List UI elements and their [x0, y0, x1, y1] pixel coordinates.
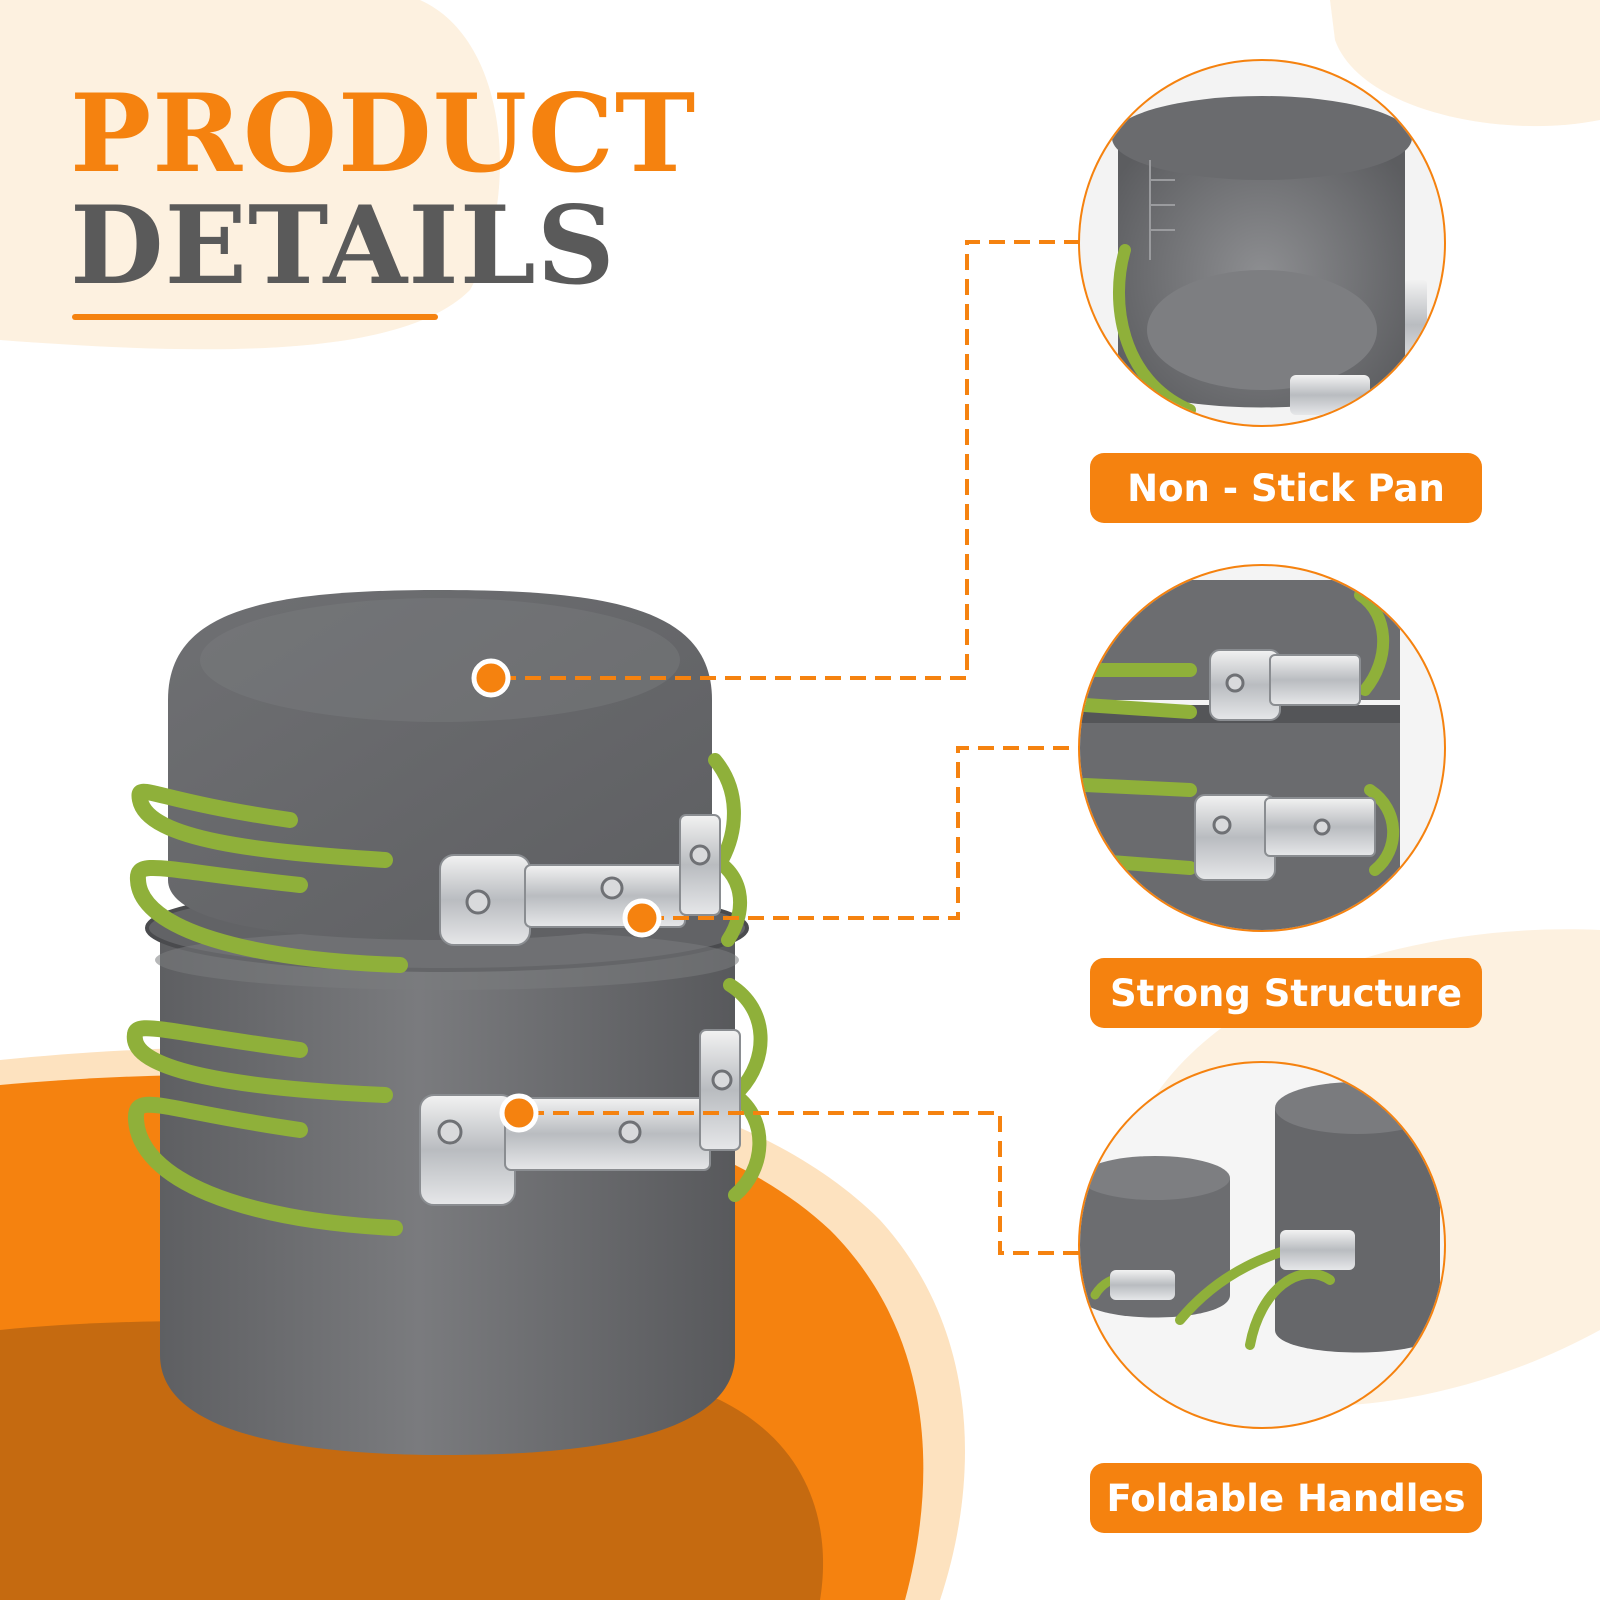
callout-dot-structure [622, 898, 662, 938]
connector-structure [648, 746, 1095, 920]
detail-circle-structure [1078, 564, 1446, 932]
callout-dot-non-stick [471, 658, 511, 698]
title-product: PRODUCT [70, 71, 697, 197]
detail-circle-handles [1078, 1061, 1446, 1429]
feature-label-strong-structure: Strong Structure [1090, 958, 1482, 1028]
callout-connectors [500, 240, 1095, 1255]
top-pot-handle [129, 753, 748, 973]
cream-blob-top-right [1330, 0, 1600, 127]
pot-stack-photo [126, 590, 768, 1455]
bottom-pot-handle [126, 978, 768, 1236]
callout-dots [471, 658, 662, 1133]
feature-label-non-stick-pan: Non - Stick Pan [1090, 453, 1482, 523]
title-details: DETAILS [70, 183, 616, 309]
cream-blob-top-left [0, 0, 500, 350]
title-underline [72, 314, 438, 320]
feature-label-foldable-handles: Foldable Handles [1090, 1463, 1482, 1533]
connector-non-stick [500, 240, 1095, 680]
detail-circle-non-stick [1078, 59, 1446, 427]
connector-handles [528, 1111, 1095, 1255]
callout-dot-handles [499, 1093, 539, 1133]
